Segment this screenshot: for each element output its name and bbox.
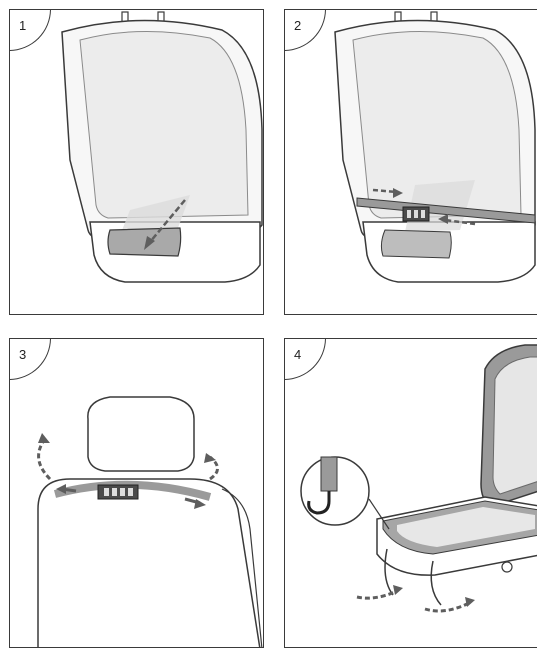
strap-flap: [108, 228, 181, 256]
headrest: [88, 397, 194, 471]
step-3-illustration: [10, 339, 264, 648]
step-1-number: 1: [19, 19, 26, 32]
arrow-left: [357, 591, 397, 598]
step-3-number: 3: [19, 348, 26, 361]
step-4-number: 4: [294, 348, 301, 361]
step-2-number: 2: [294, 19, 301, 32]
arrow-right: [425, 603, 469, 611]
step-2-illustration: [285, 10, 537, 315]
step-4-illustration: [285, 339, 537, 648]
step-3-panel: 3: [9, 338, 264, 648]
step-2-panel: 2: [284, 9, 537, 315]
step-4-panel: 4: [284, 338, 537, 648]
seat-back: [38, 479, 260, 648]
step-1-panel: 1: [9, 9, 264, 315]
arrow-left: [39, 439, 50, 479]
step-1-illustration: [10, 10, 264, 315]
